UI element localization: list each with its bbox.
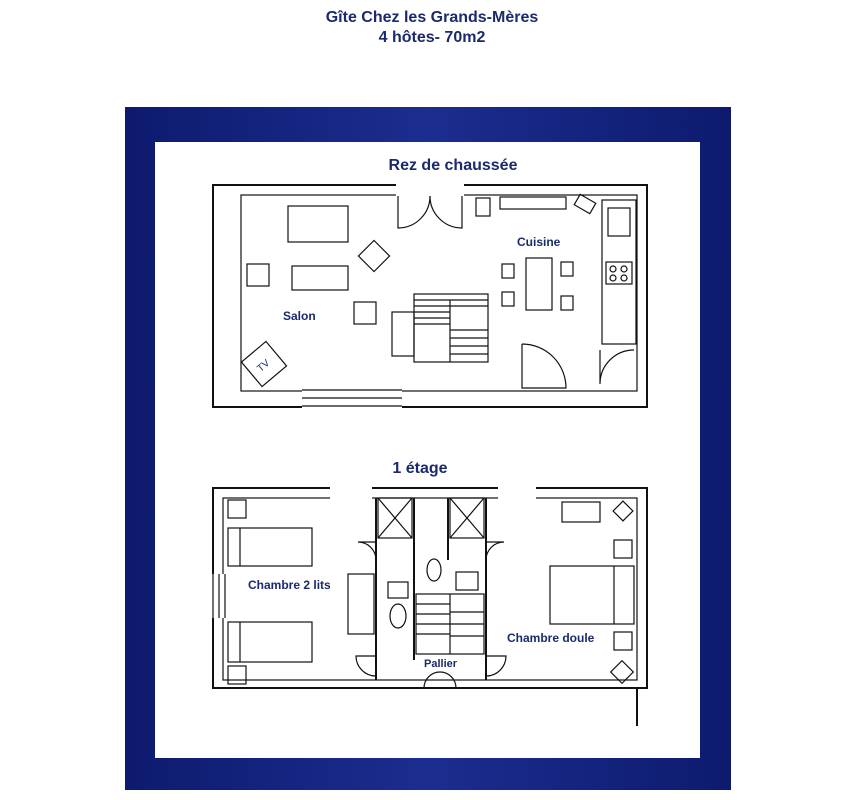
dining-table	[525, 257, 553, 311]
door-left-leaf	[397, 195, 431, 229]
room-chambre-double: Chambre doule	[507, 631, 595, 645]
double-bed	[549, 565, 635, 625]
stair-landing	[391, 311, 415, 357]
wardrobe	[347, 573, 375, 635]
room-cuisine: Cuisine	[517, 235, 561, 249]
landing-window	[423, 671, 457, 689]
washbasin-right	[455, 571, 479, 591]
side-table	[357, 239, 391, 273]
door-bedroom-left	[357, 541, 377, 561]
hob-icon	[605, 261, 633, 285]
room-chambre-2-lits: Chambre 2 lits	[248, 578, 331, 592]
coffee-table	[291, 265, 349, 291]
ground-floor-title: Rez de chaussée	[388, 157, 518, 174]
pouf	[353, 301, 377, 325]
sink-icon	[607, 207, 631, 237]
washbasin-left	[387, 581, 409, 599]
staircase	[413, 293, 489, 363]
tv-cabinet	[240, 340, 288, 388]
bed-2	[227, 621, 313, 663]
kitchen-door	[521, 343, 567, 389]
kitchen-counter-top	[499, 196, 567, 210]
plan-title: Gîte Chez les Grands-Mères 4 hôtes- 70m2	[0, 8, 864, 48]
sofa	[287, 205, 349, 243]
title-line-2: 4 hôtes- 70m2	[378, 29, 486, 46]
door-right-leaf	[429, 195, 463, 229]
ground-floor-plan: TV	[212, 184, 648, 408]
shower-left	[377, 497, 413, 539]
toilet-center	[426, 558, 442, 582]
room-pallier: Pallier	[424, 658, 458, 670]
kitchen-counter	[601, 199, 637, 345]
bed-1	[227, 527, 313, 567]
shower-right	[449, 497, 485, 539]
door-bath-left	[355, 655, 377, 677]
door-bath-right	[485, 655, 507, 677]
title-line-1: Gîte Chez les Grands-Mères	[325, 9, 539, 26]
kitchen-shelf	[475, 197, 491, 217]
first-floor-title: 1 étage	[392, 460, 448, 477]
room-salon: Salon	[283, 309, 316, 323]
tv-label: TV	[255, 358, 272, 375]
plan-canvas	[155, 142, 700, 758]
first-floor-plan	[211, 486, 648, 726]
pantry-door	[599, 349, 635, 385]
door-bedroom-right	[485, 541, 505, 561]
desk	[561, 501, 601, 523]
armchair	[246, 263, 270, 287]
toilet-left	[389, 603, 407, 629]
